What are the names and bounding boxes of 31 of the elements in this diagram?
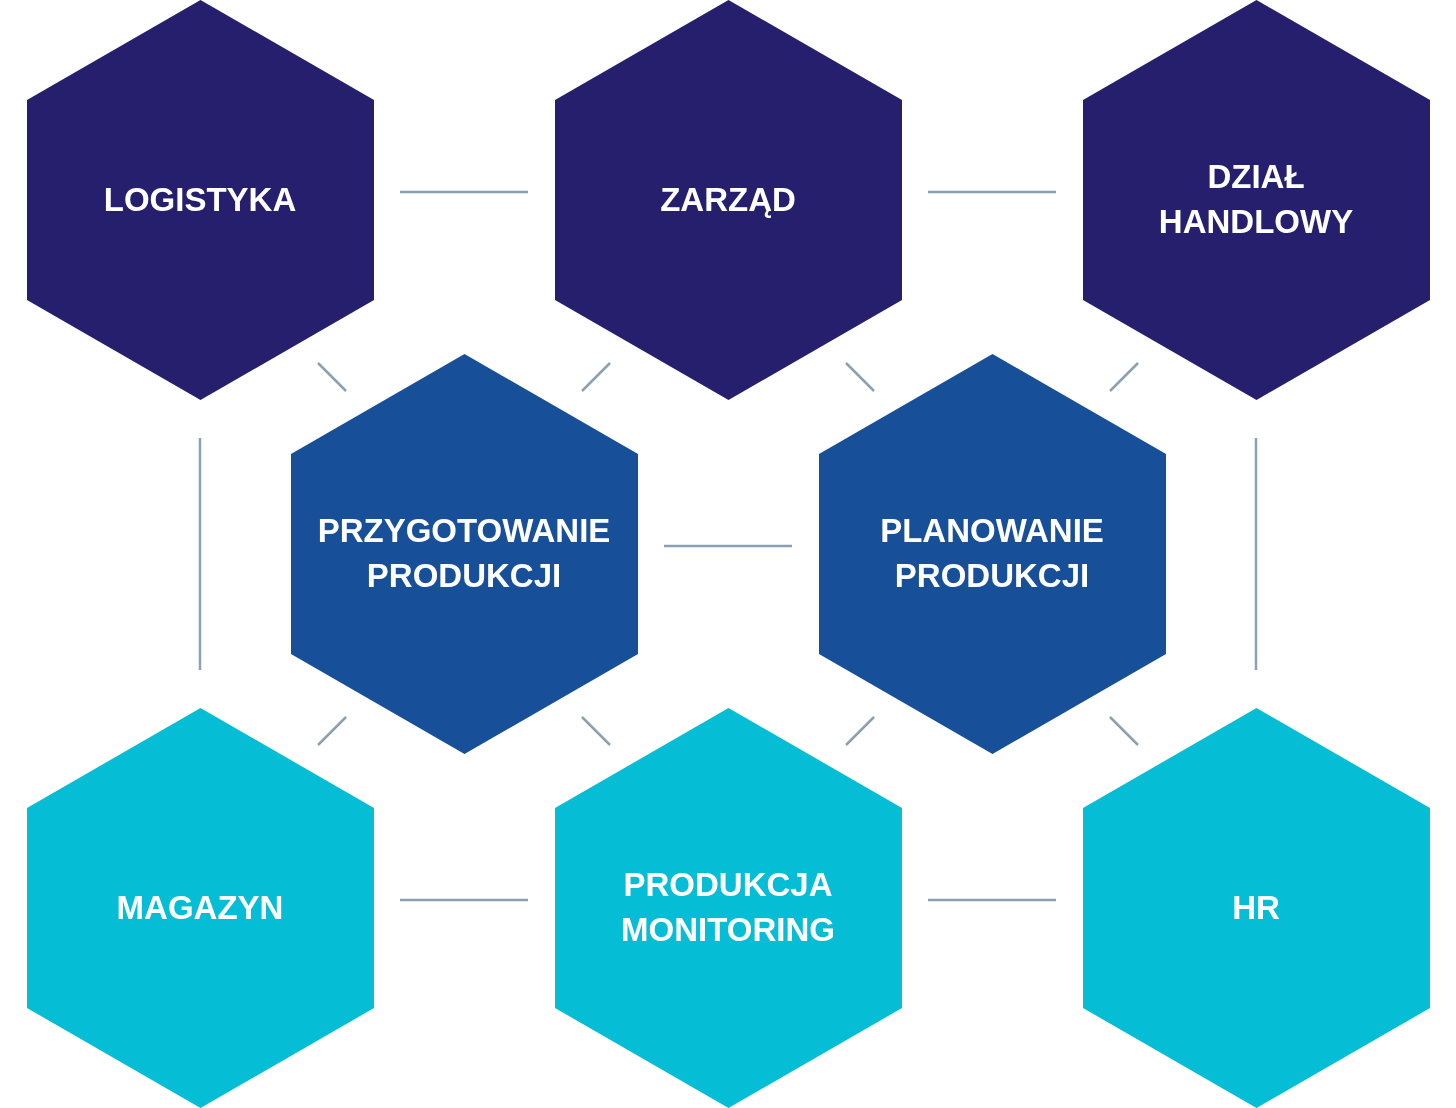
hexagon-node — [1082, 0, 1430, 400]
connector-line — [1254, 438, 1258, 670]
hexagon-node — [290, 354, 638, 754]
connector-line — [928, 190, 1056, 194]
connector-line — [664, 544, 792, 548]
connector-line — [928, 898, 1056, 902]
node-label: HR — [1232, 887, 1280, 928]
connector-line — [581, 716, 611, 746]
hexagon-node — [818, 354, 1166, 754]
hexagon-node — [554, 708, 902, 1108]
node-label: DZIAŁ HANDLOWY — [1157, 157, 1355, 242]
hexagon-node — [26, 0, 374, 400]
connector-line — [1109, 716, 1139, 746]
connector-line — [400, 898, 528, 902]
connector-line — [317, 716, 347, 746]
hexagon-node — [554, 0, 902, 400]
connector-line — [317, 362, 347, 392]
node-label: ZARZĄD — [660, 179, 796, 220]
hexagon-node — [26, 708, 374, 1108]
connector-line — [581, 362, 611, 392]
connector-line — [400, 190, 528, 194]
node-label: PLANOWANIE PRODUKCJI — [879, 511, 1105, 596]
hexagon-node — [1082, 708, 1430, 1108]
node-label: LOGISTYKA — [103, 179, 297, 220]
connector-line — [845, 716, 875, 746]
connector-line — [1109, 362, 1139, 392]
connector-line — [198, 438, 202, 670]
connector-line — [845, 362, 875, 392]
node-label: PRODUKCJA MONITORING — [620, 865, 836, 950]
node-label: PRZYGOTOWANIE PRODUKCJI — [316, 511, 612, 596]
node-label: MAGAZYN — [116, 887, 284, 928]
